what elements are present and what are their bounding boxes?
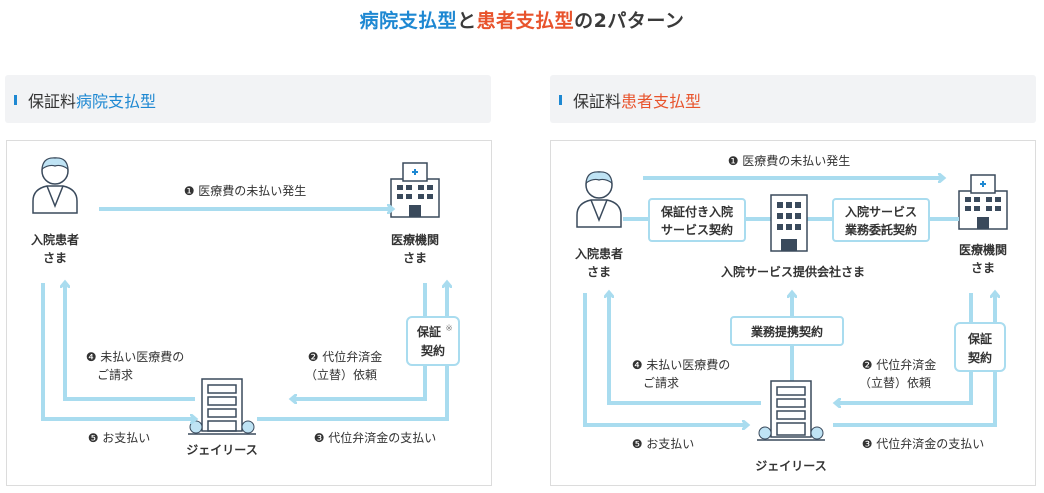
step5-label: ❺ お支払い — [632, 437, 695, 451]
hospital-icon — [958, 174, 1008, 230]
guarantee-label: 保証 — [967, 331, 992, 346]
arrow-step5 — [41, 283, 195, 419]
left-section-header: 保証料病院支払型 — [5, 75, 491, 123]
guarantee-contract-box — [954, 322, 1006, 372]
patient-icon — [576, 171, 622, 228]
right-diagram: 入院患者 さま 医療機関 さま ❶ 医療費の未払い発生 保証付き入院 サービス契… — [575, 153, 1008, 473]
step1-label: ❶ 医療費の未払い発生 — [728, 153, 851, 168]
header-accent-bar — [559, 95, 562, 105]
provider-building-icon — [770, 194, 808, 252]
company-label: ジェイリース — [186, 443, 257, 457]
step3-label: ❸ 代位弁済金の支払い — [862, 436, 985, 451]
contract-b-label-line2: 業務委託契約 — [844, 222, 917, 237]
hospital-label-suffix: さま — [403, 251, 427, 265]
contract-a-label: 保証付き入院 — [660, 204, 733, 219]
patient-icon — [32, 157, 78, 214]
guarantee-label-line2: 契約 — [420, 343, 445, 358]
hospital-icon — [390, 162, 440, 218]
contract-a-label-line2: サービス契約 — [661, 222, 733, 237]
step5-label: ❺ お支払い — [88, 431, 151, 445]
company-building-icon — [757, 380, 825, 441]
provider-label: 入院サービス提供会社さま — [721, 264, 865, 279]
step1-label: ❶ 医療費の未払い発生 — [184, 183, 307, 198]
step2-label-line2: （立替）依頼 — [859, 375, 931, 390]
right-diagram-panel: 入院患者 さま 医療機関 さま ❶ 医療費の未払い発生 保証付き入院 サービス契… — [550, 140, 1036, 486]
step4-label-line2: ご請求 — [643, 375, 679, 390]
step4-label-line2: ご請求 — [97, 367, 133, 382]
patient-label-suffix: さま — [587, 265, 611, 279]
guarantee-contract-box — [406, 316, 460, 366]
arrow-step4 — [65, 283, 195, 401]
header-accent-bar — [14, 95, 17, 105]
page-title: 病院支払型と患者支払型の2パターン — [359, 10, 685, 32]
left-diagram-panel: 入院患者 さま 医療機関 さま — [6, 140, 492, 486]
guarantee-label-line2: 契約 — [967, 350, 992, 365]
contract-a-box — [648, 198, 746, 242]
guarantee-label: 保証 — [416, 324, 441, 339]
right-section-header: 保証料患者支払型 — [550, 75, 1036, 123]
step2-label-line2: （立替）依頼 — [305, 367, 377, 382]
contract-c-box — [730, 316, 844, 346]
patient-label-suffix: さま — [43, 251, 67, 265]
company-label: ジェイリース — [755, 459, 826, 473]
patient-label: 入院患者 — [31, 232, 79, 247]
step3-label: ❸ 代位弁済金の支払い — [314, 430, 437, 445]
hospital-label-suffix: さま — [971, 261, 995, 275]
patient-label: 入院患者 — [575, 246, 623, 261]
left-diagram: 入院患者 さま 医療機関 さま — [31, 157, 460, 457]
hospital-label: 医療機関 — [959, 242, 1007, 257]
guarantee-note-mark: ※ — [445, 324, 453, 334]
hospital-label: 医療機関 — [391, 232, 439, 247]
contract-c-label: 業務提携契約 — [750, 324, 823, 339]
arrow-step5 — [583, 293, 747, 425]
step2-label: ❷ 代位弁済金 — [308, 349, 383, 364]
step4-label: ❹ 未払い医療費の — [632, 357, 731, 372]
contract-b-box — [832, 198, 930, 242]
contract-b-label: 入院サービス — [845, 204, 917, 219]
arrow-step4 — [609, 293, 761, 405]
step2-label: ❷ 代位弁済金 — [862, 357, 937, 372]
step4-label: ❹ 未払い医療費の — [86, 349, 185, 364]
company-building-icon — [188, 378, 256, 435]
